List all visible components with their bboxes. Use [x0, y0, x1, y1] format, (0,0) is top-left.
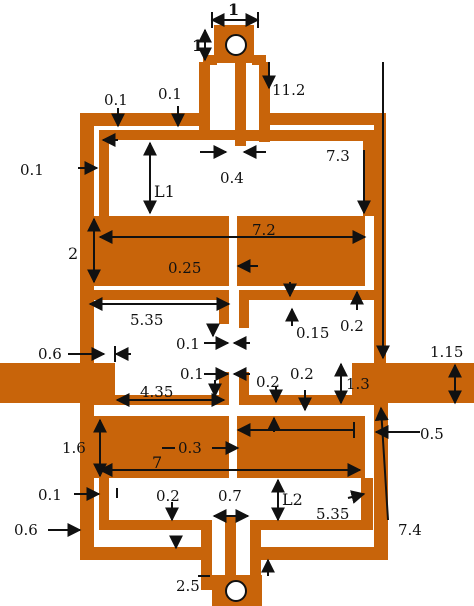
upper-right-top-bar [244, 130, 372, 141]
label-gap-center-top: 0.4 [220, 169, 244, 187]
lower-left-stub-rise [219, 372, 229, 405]
label-gap-left-inner: 0.1 [20, 161, 44, 179]
upper-inner-left-bar [99, 130, 109, 216]
bottom-feed-right [250, 520, 261, 590]
label-gap-0-1-center-top: 0.1 [176, 335, 200, 353]
top-port-hole [225, 34, 247, 56]
label-length-7: 7 [152, 453, 163, 472]
upper-left-outer-bar [80, 113, 94, 363]
label-length-L1: L1 [154, 182, 175, 201]
upper-inner-top-bar [99, 130, 237, 140]
label-gap-0-2-bottom: 0.2 [156, 487, 180, 505]
label-length-5-35-top: 5.35 [130, 311, 164, 329]
lower-right-resonator [237, 416, 365, 478]
label-gap-0-2-right-top: 0.2 [340, 317, 364, 335]
top-feed-right [259, 62, 270, 142]
upper-right-resonator [237, 216, 365, 286]
lower-right-bottom-bar [260, 547, 388, 560]
upper-right-stub [239, 290, 375, 300]
upper-left-resonator [94, 216, 229, 286]
label-length-11-2: 11.2 [272, 81, 306, 99]
label-gap-0-1-left-bottom: 0.1 [38, 486, 62, 504]
lower-outer-bottom-bar [80, 547, 212, 560]
label-gap-0-7: 0.7 [218, 487, 242, 505]
upper-right-outer-bar [363, 130, 375, 216]
label-width-0-6-left: 0.6 [38, 345, 62, 363]
label-top-height: 1 [192, 36, 204, 55]
lower-right-stub [239, 395, 375, 405]
bottom-port-hole [225, 580, 247, 602]
lower-inner-left-bar [99, 478, 109, 528]
label-top-width: 1 [228, 0, 240, 19]
label-gap-left-mid: 0.1 [158, 85, 182, 103]
bottom-feed-center [225, 516, 236, 584]
lower-right-inner-bottom-bar [250, 520, 373, 530]
lower-inner-bottom-bar [99, 520, 211, 530]
upper-right-stub-drop [239, 290, 249, 328]
label-gap-0-2-mid-a: 0.2 [256, 373, 280, 391]
upper-right-top-extension [266, 113, 386, 125]
copper-layout [0, 25, 474, 606]
label-length-4-35: 4.35 [140, 383, 174, 401]
label-length-7-3: 7.3 [326, 147, 350, 165]
label-height-2: 2 [68, 244, 79, 263]
label-gap-0-1-center-bottom: 0.1 [180, 365, 204, 383]
label-gap-0-15: 0.15 [296, 324, 330, 342]
upper-left-stub [94, 290, 229, 300]
label-length-5-35-bottom: 5.35 [316, 505, 350, 523]
upper-right-line [374, 113, 386, 363]
top-port-tab-right [252, 55, 266, 65]
label-gap-left-outer: 0.1 [104, 91, 128, 109]
upper-left-stub-drop [219, 290, 229, 324]
label-gap-0-5-right: 0.5 [420, 425, 444, 443]
label-length-L2: L2 [282, 490, 303, 509]
bottom-feed-left [201, 520, 212, 590]
lower-left-outer-bar [80, 395, 94, 560]
upper-outer-top-bar [80, 113, 210, 126]
lower-right-stub-rise [239, 372, 249, 405]
label-height-1-3: 1.3 [346, 375, 370, 393]
label-gap-0-25: 0.25 [168, 259, 202, 277]
label-length-7-2: 7.2 [252, 221, 276, 239]
top-feed-left [199, 62, 210, 130]
label-gap-0-3: 0.3 [178, 439, 202, 457]
label-bottom-2-5: 2.5 [176, 577, 200, 595]
label-height-1-6: 1.6 [62, 439, 86, 457]
label-width-1-15-right: 1.15 [430, 343, 464, 361]
label-gap-0-2-mid-b: 0.2 [290, 365, 314, 383]
dimension-lines [48, 12, 462, 577]
label-width-0-6-bottom-left: 0.6 [14, 521, 38, 539]
top-feed-center [235, 62, 246, 146]
label-length-7-4: 7.4 [398, 521, 422, 539]
